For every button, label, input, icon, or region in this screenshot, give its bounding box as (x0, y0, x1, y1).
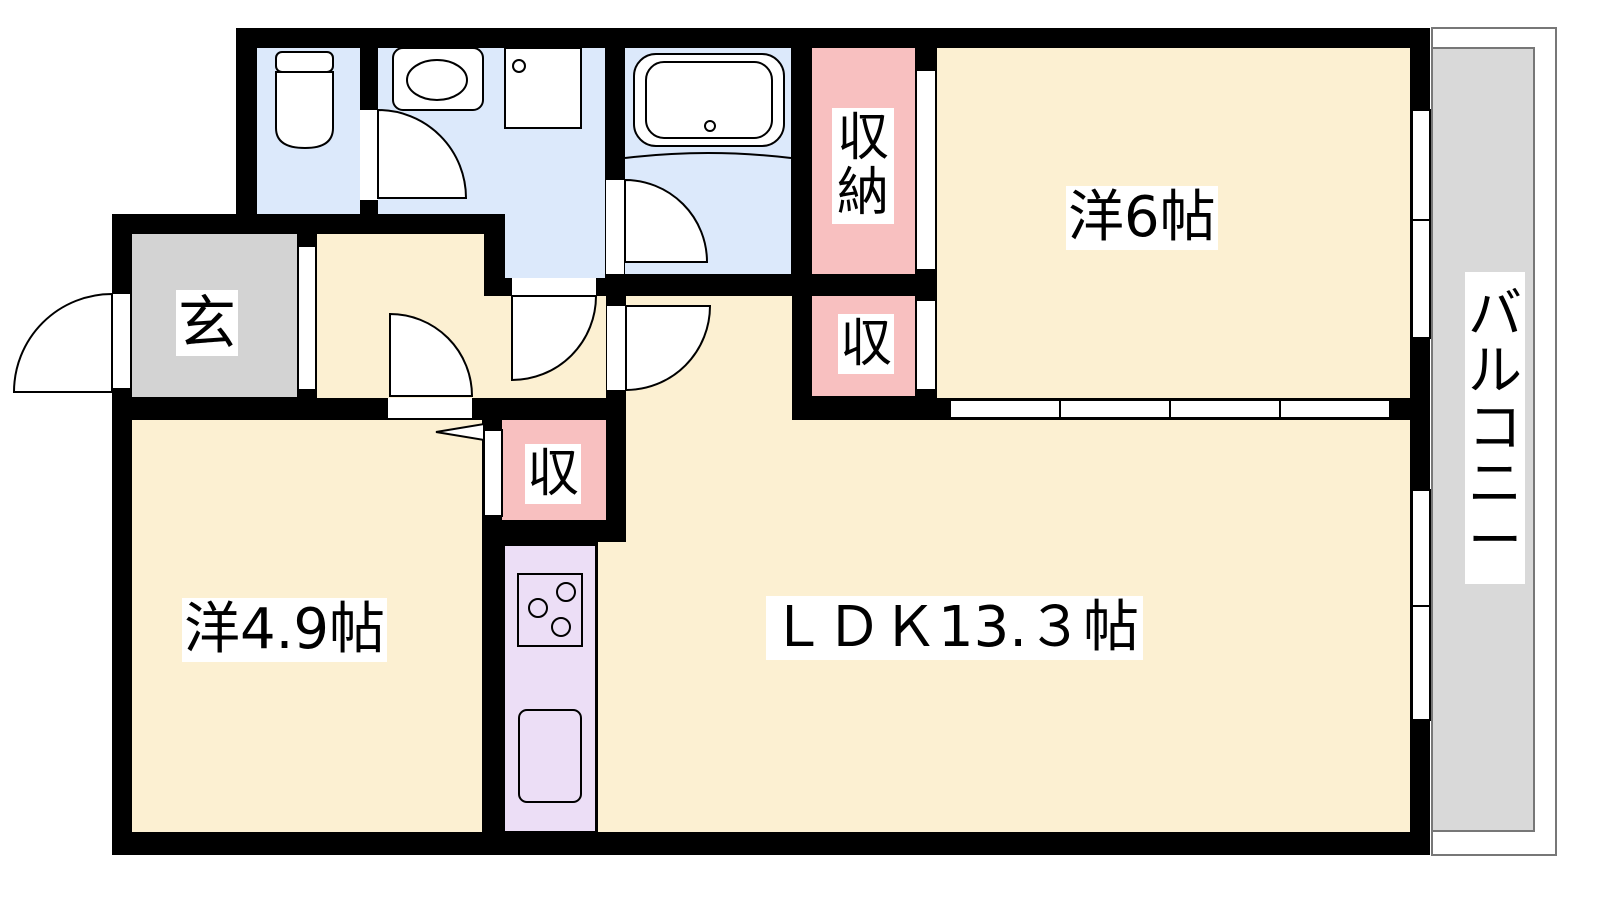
label-balcony: バ ル コ ニ ー (1465, 272, 1525, 584)
washing-machine-pan (504, 47, 582, 129)
toilet-bowl (275, 71, 334, 150)
label-ldk: ＬＤＫ13.３帖 (766, 596, 1144, 660)
sliding-doors (297, 69, 1431, 721)
bathtub (633, 53, 785, 147)
door-indicator (435, 422, 485, 442)
burner-icon (551, 617, 571, 637)
toilet-tank (275, 51, 334, 73)
washroom-lower (505, 212, 605, 278)
burner-icon (528, 598, 548, 618)
burner-icon (556, 582, 576, 602)
bath-step (624, 152, 792, 159)
label-storage-small-1: 収 (838, 314, 895, 374)
label-western-4-9: 洋4.9帖 (182, 597, 388, 662)
room-ldk (598, 296, 1410, 832)
doors (12, 108, 712, 418)
drain-icon (512, 59, 526, 73)
bathtub-inner (645, 61, 773, 139)
kitchen-sink (518, 709, 582, 803)
bath-drain-icon (704, 120, 716, 132)
label-entrance: 玄 (176, 289, 239, 357)
label-storage-large: 収 納 (832, 108, 894, 224)
label-storage-small-2: 収 (525, 444, 582, 504)
basin-bowl (406, 59, 468, 101)
label-western-6: 洋6帖 (1066, 185, 1218, 250)
